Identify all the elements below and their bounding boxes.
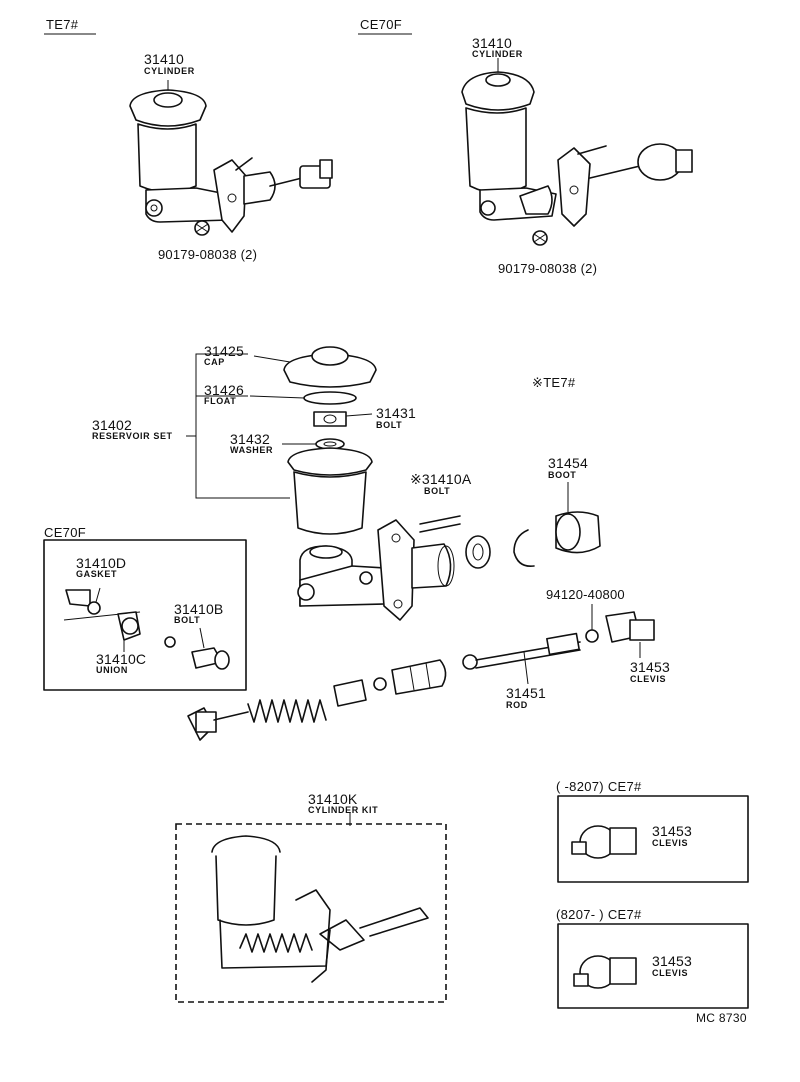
part-number: 31410D [76,555,127,571]
part-number: 31432 [230,431,270,447]
part-name: BOLT [174,615,201,625]
part-name: CAP [204,357,225,367]
header-ce70f-box: CE70F [44,525,86,540]
part-name: CYLINDER [472,49,523,59]
part-name: ROD [506,700,528,710]
part-name: BOOT [548,470,577,480]
part-number: 31410B [174,601,224,617]
ce70f-union-box [43,539,247,691]
header-te7-top: TE7# [46,17,79,32]
part-number: 31410C [96,651,147,667]
part-number: 31410 [144,51,184,67]
part-name: BOLT [424,486,451,496]
part-name: CYLINDER [144,66,195,76]
part-name: UNION [96,665,128,675]
reservoir-set-drawing [186,346,377,535]
cylinder-body-drawing [297,482,601,621]
cylinder-kit-box [175,812,447,1003]
part-name: WASHER [230,445,274,455]
part-number: 31453 [652,823,692,839]
part-number: 31453 [652,953,692,969]
clevis-late-box [557,923,749,1009]
part-name: CYLINDER KIT [308,805,379,815]
part-name: CLEVIS [652,968,689,978]
part-number: 31410K [308,791,358,807]
part-name: FLOAT [204,396,237,406]
part-name: BOLT [376,420,403,430]
part-number: 31402 [92,417,132,433]
rod-and-clevis-drawing [462,604,655,685]
part-name: CLEVIS [630,674,667,684]
header-te7-mid: ※TE7# [532,375,576,390]
master-cylinder-ce70f-drawing [461,58,693,246]
part-90179-b[interactable]: 90179-08038 (2) [498,261,598,276]
part-94120-40800[interactable]: 94120-40800 [546,587,625,602]
header-ce70f-top: CE70F [360,17,402,32]
part-number: 31426 [204,382,244,398]
piston-spring-drawing [187,659,447,741]
part-number: 31425 [204,343,244,359]
part-name: CLEVIS [652,838,689,848]
part-number: 31431 [376,405,416,421]
part-name: RESERVOIR SET [92,431,173,441]
part-number: 31454 [548,455,588,471]
part-number: 31451 [506,685,546,701]
master-cylinder-te7-drawing [129,80,333,236]
part-90179-a[interactable]: 90179-08038 (2) [158,247,258,262]
clevis-early-box [557,795,749,883]
part-number: 31453 [630,659,670,675]
header-clevis-early: ( -8207) CE7# [556,779,642,794]
part-number: 31410 [472,35,512,51]
part-number: ※31410A [410,471,472,487]
footer-code: MC 8730 [696,1011,747,1025]
part-name: GASKET [76,569,118,579]
header-clevis-late: (8207- ) CE7# [556,907,642,922]
